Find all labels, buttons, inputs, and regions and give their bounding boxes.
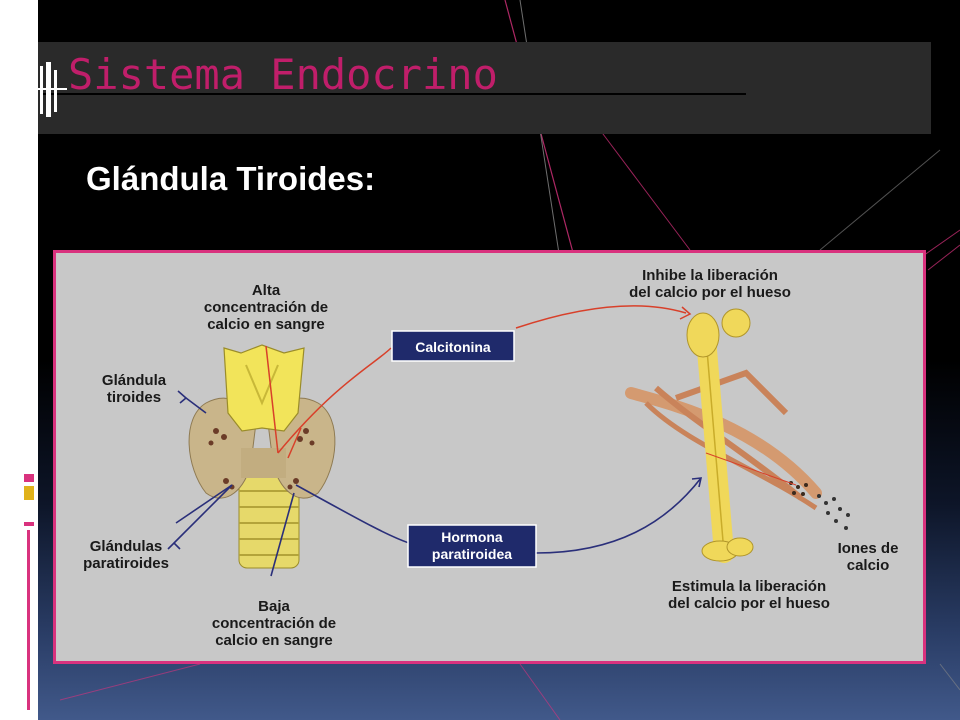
calcitonin-box-label: Calcitonina (415, 339, 491, 355)
label-stimulate: Estimula la liberación del calcio por el… (668, 578, 830, 612)
label-low-calcium: Baja concentración de calcio en sangre (212, 598, 336, 649)
svg-text:calcio en sangre: calcio en sangre (215, 632, 333, 649)
svg-text:Glándula: Glándula (102, 372, 167, 389)
thyroid-illustration (188, 344, 336, 569)
title-underline (40, 93, 746, 95)
svg-text:calcio: calcio (847, 557, 890, 574)
slide-subtitle: Glándula Tiroides: (86, 160, 376, 197)
side-marks-decoration (24, 474, 34, 714)
calcitonin-box (391, 330, 515, 362)
svg-text:tiroides: tiroides (107, 389, 161, 406)
label-parathyroid: Glándulas paratiroides (83, 538, 169, 572)
pth-box-label-line2: paratiroidea (432, 546, 512, 562)
title-bars-decoration (17, 62, 67, 117)
calcium-ions (817, 494, 850, 530)
svg-text:paratiroides: paratiroides (83, 555, 169, 572)
pth-box-label-line1: Hormona (441, 529, 503, 545)
label-inhibit: Inhibe la liberación del calcio por el h… (629, 267, 791, 301)
svg-text:Inhibe la liberación: Inhibe la liberación (642, 267, 778, 284)
svg-text:concentración de: concentración de (212, 615, 336, 632)
calcitonin-path (265, 305, 797, 486)
svg-text:Baja: Baja (258, 598, 290, 615)
svg-text:Estimula la liberación: Estimula la liberación (672, 578, 826, 595)
svg-text:calcio en sangre: calcio en sangre (207, 316, 325, 333)
bone-illustration (625, 308, 822, 563)
title-band (38, 42, 931, 134)
label-ions: Iones de calcio (838, 540, 899, 574)
label-thyroid: Glándula tiroides (102, 372, 167, 406)
svg-text:Iones de: Iones de (838, 540, 899, 557)
pth-path (167, 390, 703, 577)
pth-box (407, 524, 537, 568)
svg-text:concentración de: concentración de (204, 299, 328, 316)
thyroid-calcium-diagram: Calcitonina Hormona paratiroidea Alta co… (53, 250, 926, 664)
svg-text:del calcio por el hueso: del calcio por el hueso (629, 284, 791, 301)
left-margin (0, 0, 38, 720)
svg-text:Alta: Alta (252, 282, 281, 299)
label-high-calcium: Alta concentración de calcio en sangre (204, 282, 328, 333)
slide-title: Sistema Endocrino (68, 50, 498, 99)
svg-text:Glándulas: Glándulas (90, 538, 163, 555)
svg-text:del calcio por el hueso: del calcio por el hueso (668, 595, 830, 612)
